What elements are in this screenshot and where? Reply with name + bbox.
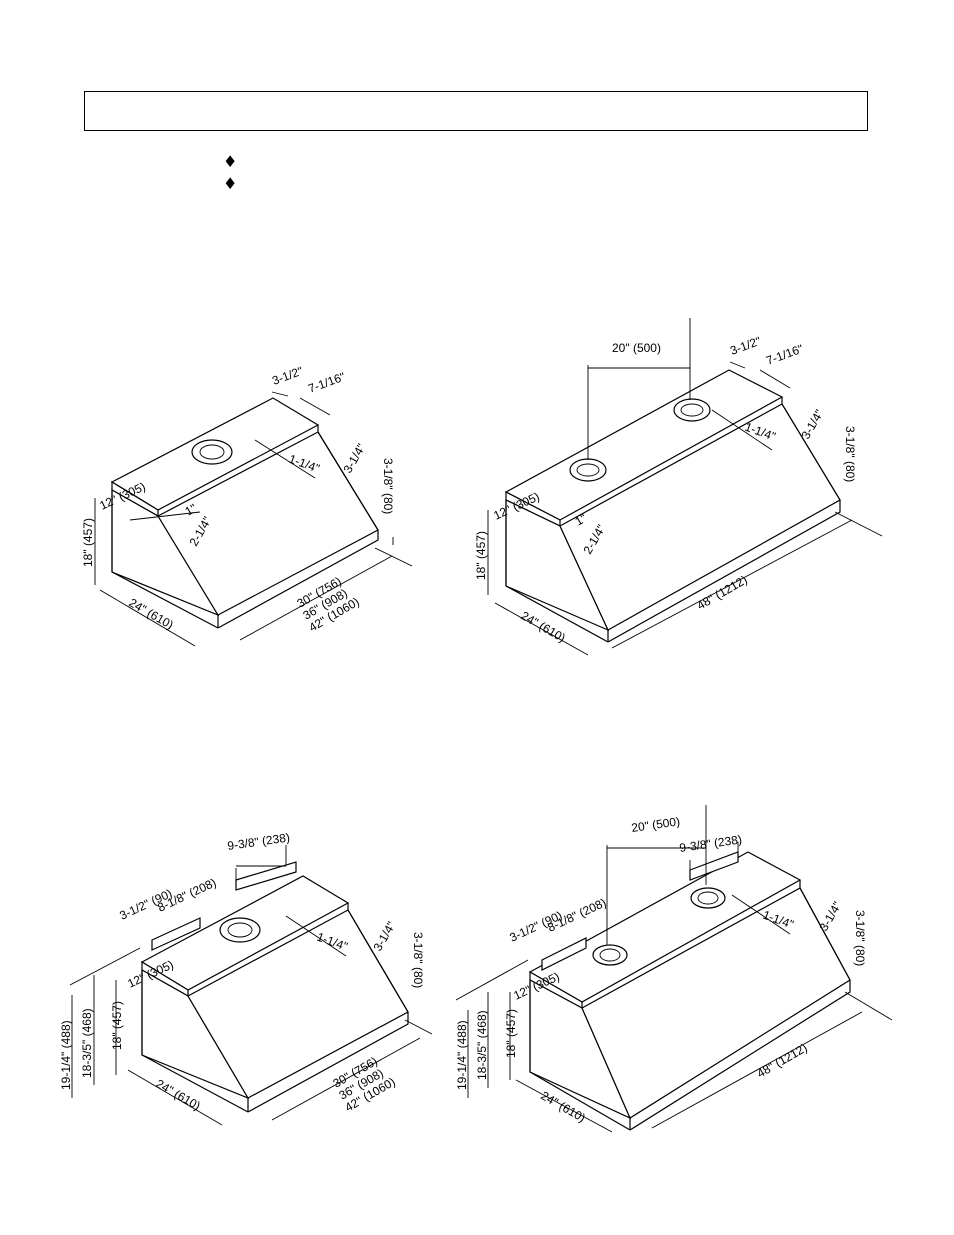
depth-label: 24" (610) (127, 595, 176, 632)
diagram-single-duct-bracket: 9-3/8" (238) 3-1/2" (90) 8-1/8" (208) 19… (59, 830, 433, 1126)
diagram-double-duct-top: 20" (500) 18" (457) 12" (305) 24" (610) … (474, 318, 883, 656)
hole-offset-label: 7-1/16" (764, 342, 805, 368)
depth-label: 24" (610) (519, 608, 568, 645)
side-offset-label: 3-1/4" (816, 899, 844, 933)
total-height-label: 19-1/4" (488) (59, 1020, 73, 1090)
side-offset-label: 3-1/4" (340, 441, 368, 475)
mid-height-label: 18-3/5" (468) (475, 1010, 489, 1080)
total-height-label: 19-1/4" (488) (455, 1020, 469, 1090)
edge-offset-label: 3-1/2" (270, 364, 305, 388)
duct-spacing-label: 20" (500) (630, 814, 680, 835)
duct-spacing-label: 20" (500) (612, 341, 661, 355)
diagram-double-duct-bracket: 20" (500) 9-3/8" (238) 3-1/2" (90) 8-1/8… (455, 805, 893, 1133)
side-offset-label: 3-1/4" (798, 407, 826, 441)
bottom-offset-label: 3-1/8" (80) (853, 910, 867, 966)
height-label: 18" (457) (504, 1009, 518, 1058)
diamond-bullet-icon: ♦ (223, 174, 238, 193)
diamond-bullet-icon: ♦ (223, 152, 238, 171)
height-label: 18" (457) (110, 1001, 124, 1050)
depth-label: 24" (610) (154, 1076, 203, 1113)
bottom-offset-label: 3-1/8" (80) (843, 426, 857, 482)
bracket-c-label: 9-3/8" (238) (678, 832, 742, 855)
edge-offset-label: 3-1/2" (728, 334, 763, 358)
mid-height-label: 18-3/5" (468) (80, 1008, 94, 1078)
bottom-offset-label: 3-1/8" (80) (411, 932, 425, 988)
bracket-c-label: 9-3/8" (238) (226, 830, 290, 853)
height-label: 18" (457) (81, 518, 95, 567)
height-label: 18" (457) (474, 531, 488, 580)
bottom-offset-label: 3-1/8" (80) (381, 458, 395, 514)
side-offset-label: 3-1/4" (370, 919, 398, 953)
hole-offset-label: 7-1/16" (306, 370, 347, 396)
diagram-single-duct-top: 18" (457) 12" (305) 24" (610) 30" (756) … (81, 364, 413, 647)
section-title-box (84, 91, 868, 131)
